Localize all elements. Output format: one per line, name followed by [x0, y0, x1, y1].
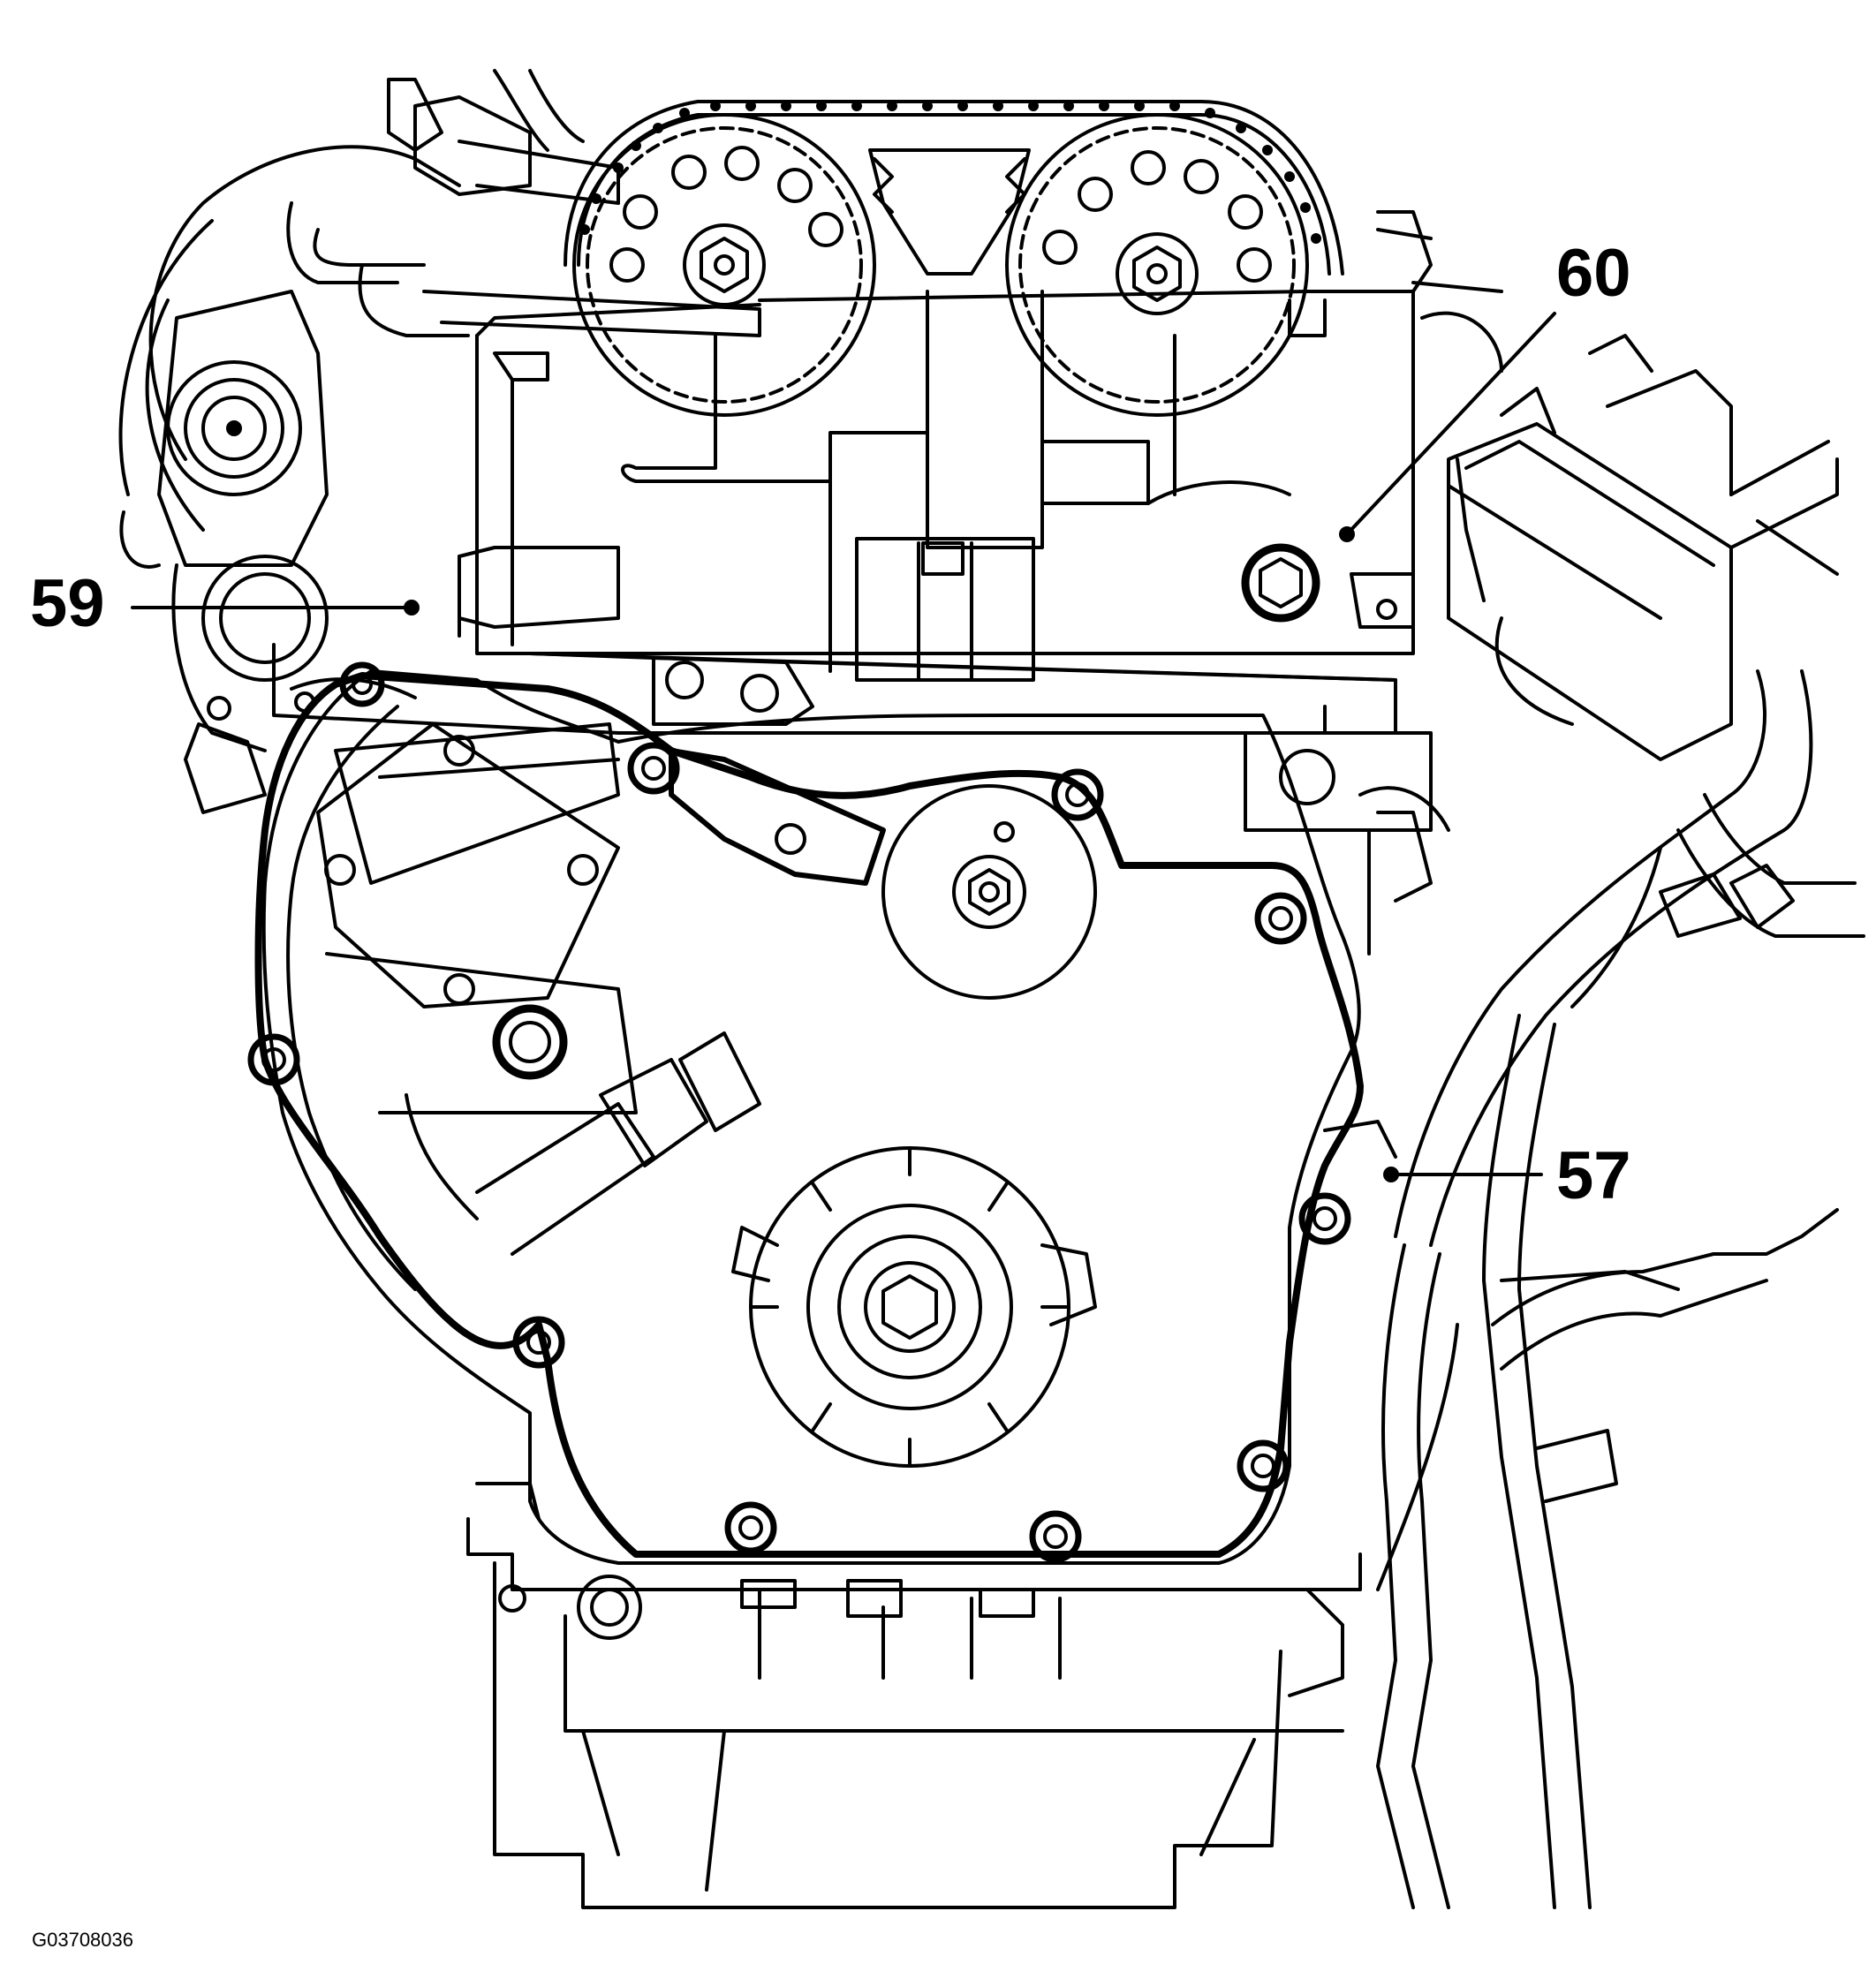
gasket-bolt: [339, 661, 385, 707]
gasket-bolt: [627, 742, 680, 795]
gasket-bolt: [1051, 768, 1104, 821]
left-cam-sprocket: [572, 113, 876, 417]
cover-bolt-dark: [492, 1004, 568, 1080]
pump-flange: [316, 722, 620, 1008]
camshaft-sensor: [458, 546, 620, 638]
right-cam-sprocket: [1005, 113, 1309, 417]
gasket-bolt: [512, 1316, 565, 1369]
bolt-60: [1241, 543, 1415, 629]
gasket-bolt: [1029, 1510, 1082, 1563]
leader-dot-59: [404, 600, 420, 616]
callout-60: 60: [1556, 236, 1631, 311]
gasket-bolts: [247, 661, 1351, 1563]
gasket-bolt: [1237, 1439, 1290, 1492]
callout-57: 57: [1556, 1138, 1631, 1213]
timing-cover-gasket: [254, 672, 1364, 1558]
gasket-bolt: [1298, 1192, 1351, 1245]
gasket-bolt: [1254, 892, 1307, 945]
leader-lines: [131, 312, 1556, 1182]
oil-pan: [466, 1482, 1362, 1909]
oil-pressure-sensor: [475, 1031, 761, 1256]
leader-dot-57: [1383, 1167, 1399, 1182]
figure-id: G03708036: [32, 1929, 133, 1951]
idler-pulley: [881, 784, 1097, 1000]
left-accessory-group: [118, 145, 461, 814]
leader-line-60: [1345, 312, 1556, 536]
gasket-bolt: [247, 1033, 300, 1086]
upper-flange: [272, 643, 1433, 832]
chain-links: [579, 101, 1321, 244]
gasket-bolt: [724, 1501, 777, 1554]
cylinder-head: [475, 290, 1415, 682]
right-side-components: [1323, 210, 1865, 1909]
timing-cover: [261, 669, 1361, 1565]
callout-59: 59: [30, 566, 105, 641]
crankshaft-hub: [731, 1146, 1097, 1468]
chain-guide-center: [868, 148, 1031, 276]
leader-dot-60: [1339, 526, 1355, 542]
